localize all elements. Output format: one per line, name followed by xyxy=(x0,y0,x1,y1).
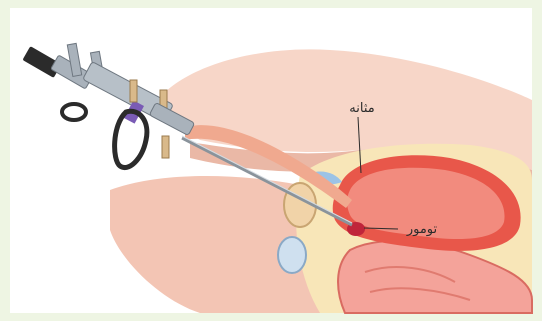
tumor-label: تومور xyxy=(406,222,438,237)
bladder-label: مثانه xyxy=(349,101,374,116)
lower-bone xyxy=(278,237,306,273)
